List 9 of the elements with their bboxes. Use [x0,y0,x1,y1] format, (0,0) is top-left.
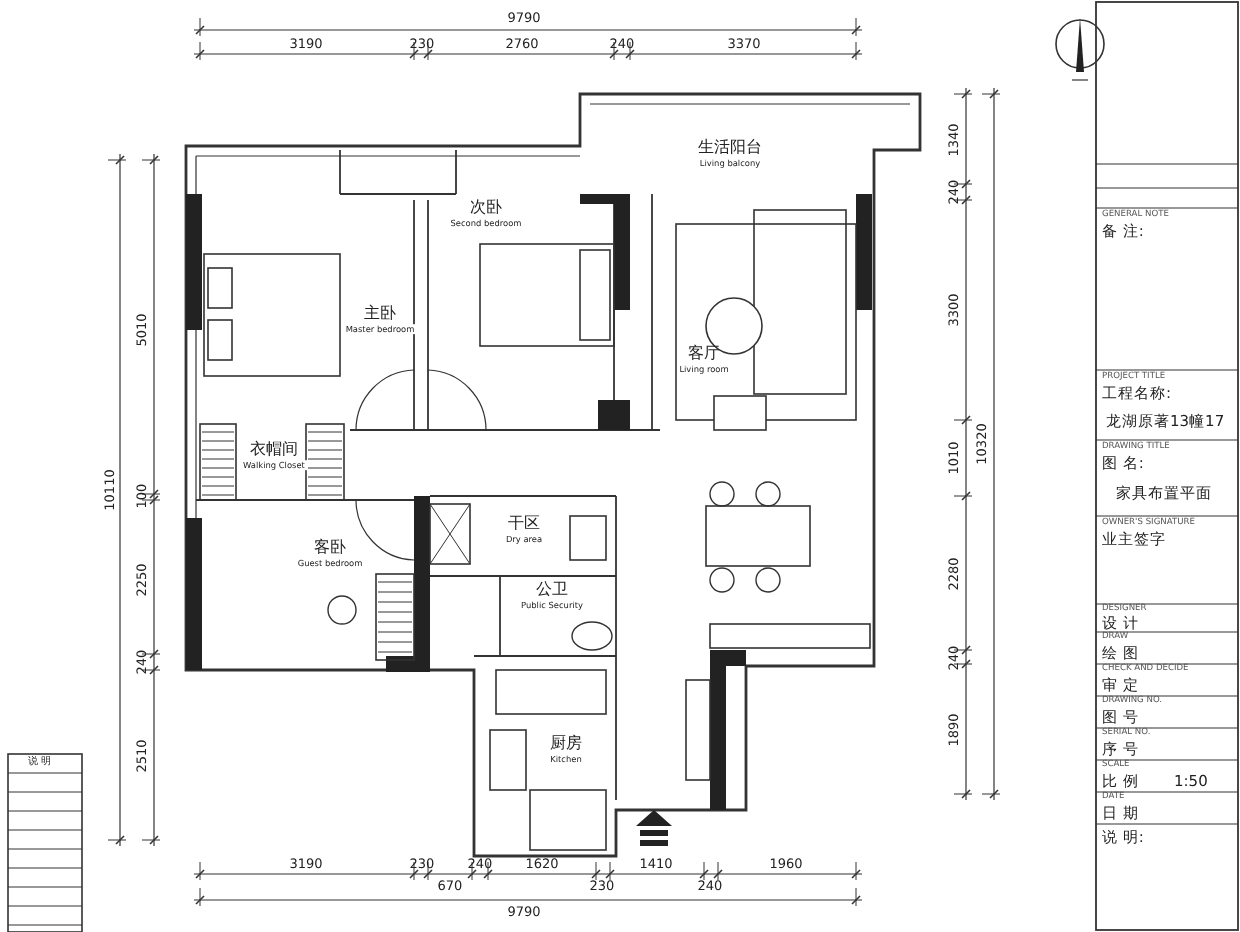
room-name: 客厅 [686,346,722,364]
room-name: 生活阳台 [697,140,763,158]
room-name: 次卧 [468,200,504,218]
room-name: 厨房 [548,736,584,754]
room-name: 衣帽间 [248,442,300,460]
room-name: 干区 [506,516,542,534]
room-name: 主卧 [362,306,398,324]
room-name: 客卧 [312,540,348,558]
room-name: 公卫 [534,582,570,600]
